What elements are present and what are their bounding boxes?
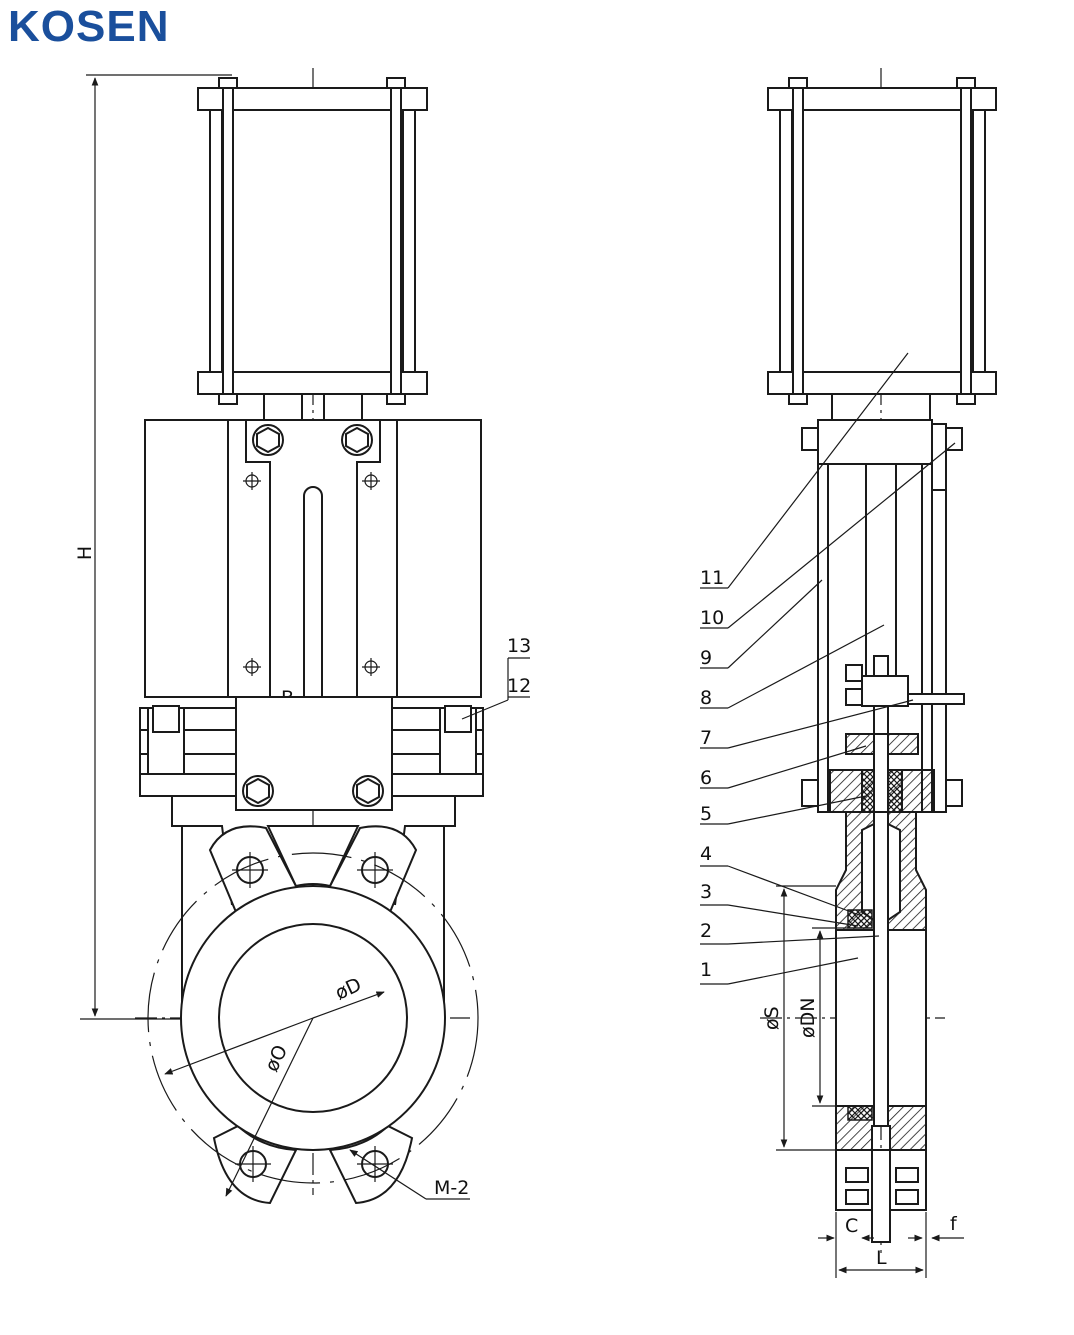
front-view: H [74,68,531,1205]
valve-body: øD øO M-2 [147,796,479,1205]
part-label-6: 6 [700,767,712,789]
part-label-8: 8 [700,687,712,709]
callout-12-13: 13 12 [461,635,531,720]
part-label-9: 9 [700,647,712,669]
yoke-bracket: B [144,419,482,716]
part-label-10: 10 [700,607,724,629]
dim-label-l: L [876,1247,887,1269]
side-dimensions: øS øDN L C f [761,885,964,1278]
brand-logo: KOSEN [8,2,169,51]
part-label-1: 1 [700,959,712,981]
side-cylinder [767,77,997,421]
part-label-11: 11 [700,567,724,589]
dim-label-s: øS [761,1006,783,1030]
part-callouts: 11 10 9 8 7 6 5 4 3 2 1 [700,352,956,985]
dim-label-f: f [950,1213,958,1235]
height-dimension: H [74,74,232,1020]
pneumatic-cylinder [197,77,428,421]
part-label-3: 3 [700,881,712,903]
dim-label-c: C [845,1215,858,1237]
part-label-4: 4 [700,843,712,865]
part-label-2: 2 [700,920,712,942]
packing-flange [139,696,484,811]
part-label-12: 12 [507,675,531,697]
dim-label-m2: M-2 [434,1177,469,1199]
part-label-13: 13 [507,635,531,657]
side-body [835,811,927,1243]
dim-label-h: H [74,546,96,560]
part-label-5: 5 [700,803,712,825]
side-yoke [801,419,965,1127]
side-view: øS øDN L C f 11 10 9 8 7 [700,68,997,1278]
dim-label-dn: øDN [797,998,819,1038]
part-label-7: 7 [700,727,712,749]
